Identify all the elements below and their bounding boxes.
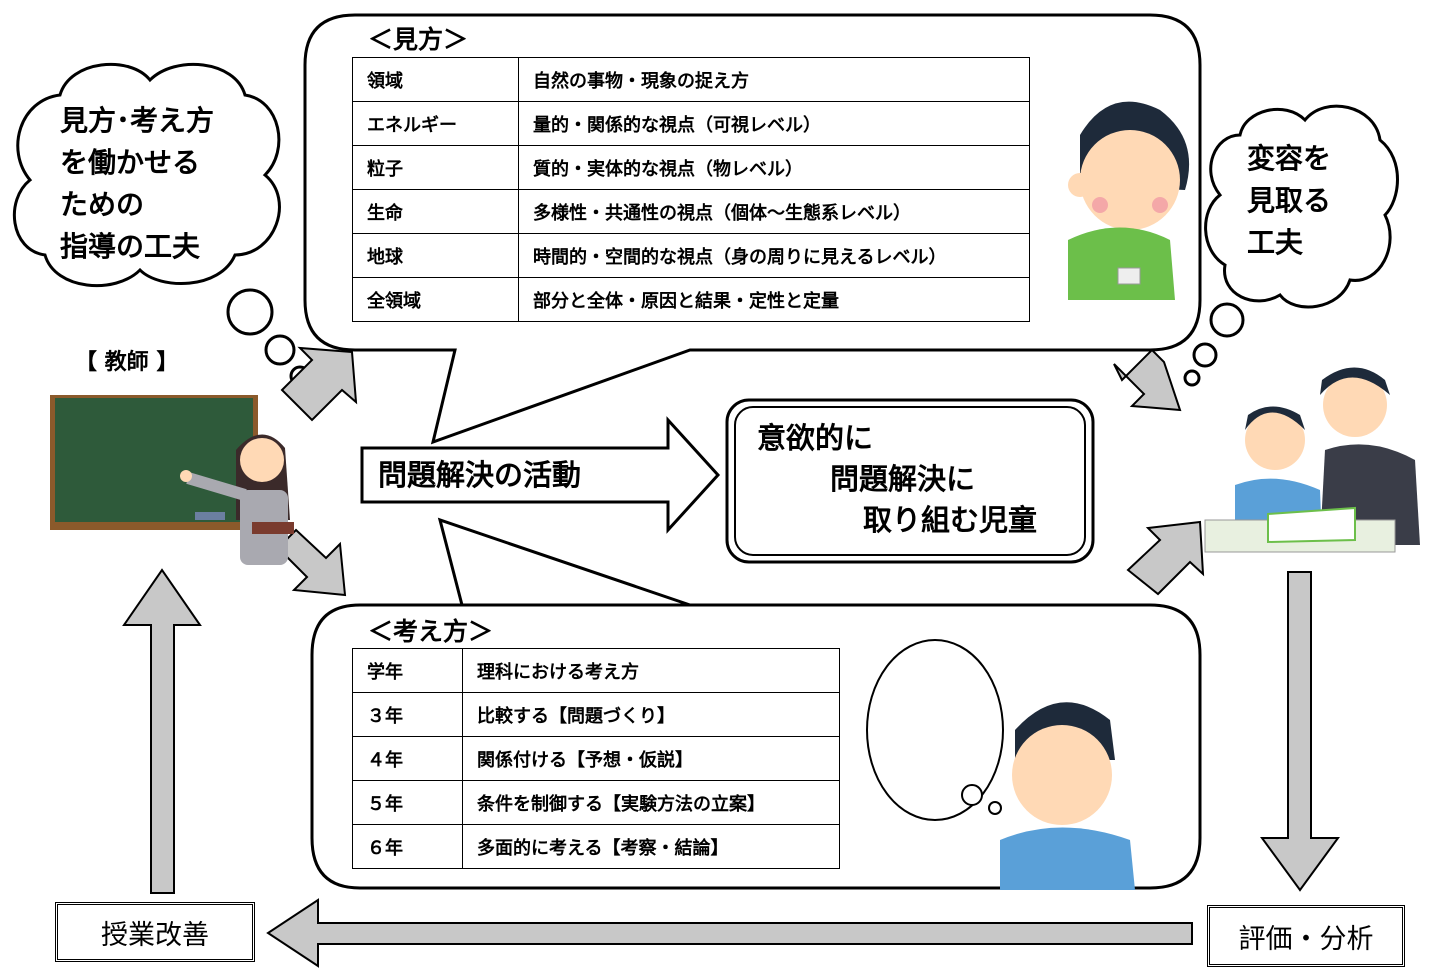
arrow-down-right — [1260, 571, 1340, 892]
activity-label: 問題解決の活動 — [378, 458, 582, 492]
kangaekata-value: 条件を制御する【実験方法の立案】 — [462, 780, 840, 825]
mikata-value: 部分と全体・原因と結果・定性と定量 — [518, 277, 1030, 322]
mikata-key: 粒子 — [352, 145, 519, 190]
goal-line: 問題解決に — [830, 462, 976, 496]
table-row: ６年多面的に考える【考察・結論】 — [352, 824, 840, 869]
goal-text: 意欲的に 問題解決に 取り組む児童 — [757, 418, 1037, 541]
mikata-title: ＜見方＞ — [368, 25, 469, 54]
table-row: 生命多様性・共通性の視点（個体～生態系レベル） — [352, 189, 1030, 234]
goal-box-inner — [734, 406, 1086, 556]
right-thought-cloud — [1183, 104, 1399, 387]
kangaekata-value: 関係付ける【予想・仮説】 — [462, 736, 840, 781]
kangaekata-key: ６年 — [352, 824, 463, 869]
kangaekata-key: ３年 — [352, 692, 463, 737]
mikata-value: 質的・実体的な視点（物レベル） — [518, 145, 1030, 190]
kangaekata-title: ＜考え方＞ — [368, 617, 494, 646]
mikata-value: 自然の事物・現象の捉え方 — [518, 57, 1030, 102]
right-thought-text: 変容を 見取る 工夫 — [1247, 138, 1331, 264]
table-row: ３年比較する【問題づくり】 — [352, 692, 840, 737]
mikata-key: 生命 — [352, 189, 519, 234]
mikata-value: 時間的・空間的な視点（身の周りに見えるレベル） — [518, 233, 1030, 278]
mikata-key: エネルギー — [352, 101, 519, 146]
evaluate-box: 評価・分析 — [1207, 905, 1405, 967]
arrow-bottom-left — [266, 898, 1193, 968]
kangaekata-table: 学年理科における考え方 ３年比較する【問題づくり】 ４年関係付ける【予想・仮説】… — [352, 648, 840, 869]
left-thought-line: 見方･考え方 — [60, 104, 215, 137]
teacher-illustration — [50, 395, 294, 565]
mikata-table: 領域自然の事物・現象の捉え方 エネルギー量的・関係的な視点（可視レベル） 粒子質… — [352, 57, 1030, 322]
table-row: ４年関係付ける【予想・仮説】 — [352, 736, 840, 781]
mikata-key: 地球 — [352, 233, 519, 278]
right-thought-line: 変容を — [1247, 142, 1332, 175]
mikata-key: 全領域 — [352, 277, 519, 322]
table-row: 地球時間的・空間的な視点（身の周りに見えるレベル） — [352, 233, 1030, 278]
table-row: 全領域部分と全体・原因と結果・定性と定量 — [352, 277, 1030, 322]
improve-label: 授業改善 — [101, 919, 209, 951]
table-row: 粒子質的・実体的な視点（物レベル） — [352, 145, 1030, 190]
mikata-value: 量的・関係的な視点（可視レベル） — [518, 101, 1030, 146]
left-thought-line: を働かせる — [60, 146, 201, 179]
boy-top-illustration — [1068, 101, 1190, 300]
mikata-key: 領域 — [352, 57, 519, 102]
goal-box-outer — [725, 398, 1095, 564]
kangaekata-key: ４年 — [352, 736, 463, 781]
goal-line: 取り組む児童 — [863, 503, 1038, 537]
arrow-up-left — [122, 568, 202, 894]
right-thought-line: 工夫 — [1247, 226, 1304, 259]
table-row: 学年理科における考え方 — [352, 648, 840, 693]
teacher-label: 【 教師 】 — [75, 350, 179, 375]
kangaekata-key: 学年 — [352, 648, 463, 693]
left-thought-text: 見方･考え方 を働かせる ための 指導の工夫 — [60, 100, 214, 268]
small-arrows — [276, 346, 1205, 597]
teacher-student-illustration — [1204, 367, 1420, 553]
table-row: 領域自然の事物・現象の捉え方 — [352, 57, 1030, 102]
left-thought-line: 指導の工夫 — [60, 230, 201, 263]
activity-arrow — [360, 416, 721, 534]
table-row: エネルギー量的・関係的な視点（可視レベル） — [352, 101, 1030, 146]
goal-line: 意欲的に — [757, 421, 874, 455]
kangaekata-value: 理科における考え方 — [462, 648, 840, 693]
left-thought-line: ための — [60, 188, 145, 221]
right-thought-line: 見取る — [1247, 184, 1332, 217]
evaluate-label: 評価・分析 — [1238, 923, 1374, 955]
kangaekata-value: 比較する【問題づくり】 — [462, 692, 840, 737]
kangaekata-key: ５年 — [352, 780, 463, 825]
boy-bottom-illustration — [866, 639, 1135, 890]
mikata-value: 多様性・共通性の視点（個体～生態系レベル） — [518, 189, 1030, 234]
improve-box: 授業改善 — [55, 902, 255, 962]
table-row: ５年条件を制御する【実験方法の立案】 — [352, 780, 840, 825]
kangaekata-value: 多面的に考える【考察・結論】 — [462, 824, 840, 869]
